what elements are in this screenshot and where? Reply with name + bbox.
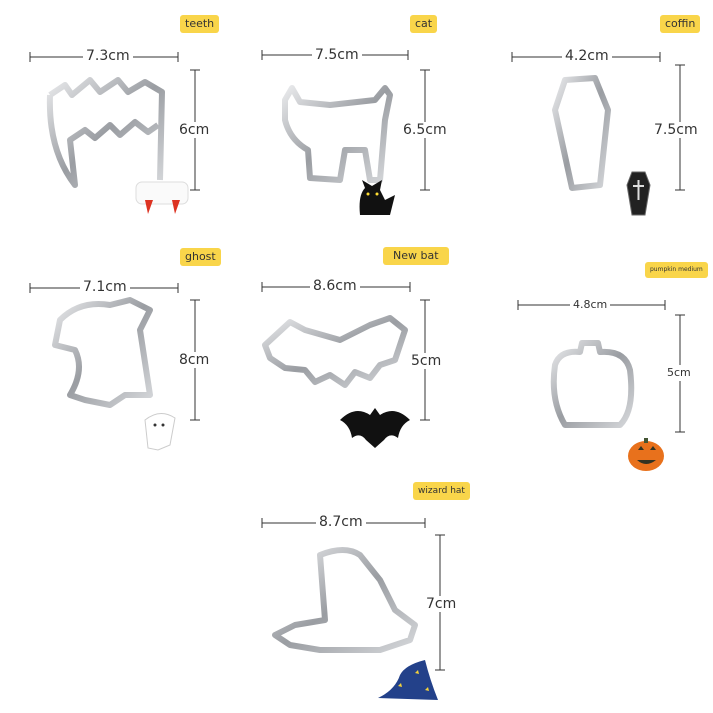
- bat-icon: [340, 408, 410, 448]
- height-teeth: 6cm: [176, 122, 213, 138]
- teeth-cutter: [46, 77, 165, 188]
- vampire-teeth-icon: [135, 181, 189, 214]
- wizard-hat-icon: [378, 660, 438, 700]
- label-tag-cat: cat: [410, 15, 438, 33]
- width-wizard-hat: 8.7cm: [316, 514, 366, 530]
- label-tag-wizard-hat: wizard hat: [413, 482, 470, 500]
- jack-o-lantern-icon: [628, 438, 664, 471]
- height-cat: 6.5cm: [400, 122, 450, 138]
- width-ghost: 7.1cm: [80, 279, 130, 295]
- width-teeth: 7.3cm: [83, 48, 133, 64]
- label-tag-teeth: teeth: [180, 15, 220, 33]
- height-new-bat: 5cm: [408, 353, 445, 369]
- height-coffin: 7.5cm: [651, 122, 701, 138]
- width-coffin: 4.2cm: [562, 48, 612, 64]
- coffin-cutter: [552, 75, 611, 191]
- height-pumpkin: 5cm: [664, 365, 694, 381]
- width-new-bat: 8.6cm: [310, 278, 360, 294]
- coffin-icon: [626, 171, 651, 216]
- label-tag-coffin: coffin: [660, 15, 701, 33]
- label-tag-new-bat: New bat: [383, 247, 449, 265]
- ghost-icon: [144, 413, 176, 451]
- width-pumpkin: 4.8cm: [570, 297, 611, 313]
- dimension-lines: [29, 50, 685, 671]
- label-tag-ghost: ghost: [180, 248, 221, 266]
- bat-cutter: [262, 315, 408, 388]
- pumpkin-cutter: [550, 340, 635, 428]
- wizard-hat-cutter: [272, 547, 418, 653]
- icons: [135, 171, 664, 700]
- cat-cutter: [282, 85, 393, 183]
- height-wizard-hat: 7cm: [423, 596, 460, 612]
- ghost-cutter: [52, 297, 153, 408]
- label-tag-pumpkin-medium: pumpkin medium: [645, 262, 708, 278]
- black-cat-icon: [359, 180, 395, 215]
- height-ghost: 8cm: [176, 352, 213, 368]
- width-cat: 7.5cm: [312, 47, 362, 63]
